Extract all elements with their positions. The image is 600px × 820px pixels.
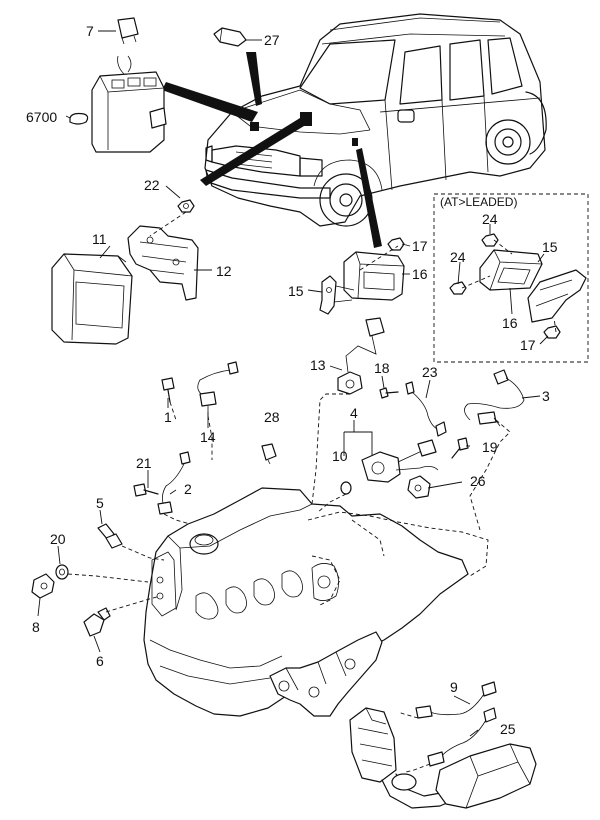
inset-part-nut-24 [449, 233, 499, 295]
callout-labels: 7 27 6700 22 11 12 17 16 15 24 24 15 16 … [26, 23, 558, 737]
part-washer-20 [55, 564, 69, 580]
callout-16: 16 [412, 266, 428, 282]
callout-17: 17 [412, 238, 428, 254]
callout-25: 25 [500, 721, 516, 737]
part-sensor-8 [31, 573, 55, 599]
exhaust-manifold [269, 631, 383, 717]
part-ecu-bracket [127, 225, 199, 301]
part-sensor-25 [427, 707, 497, 767]
part-bolt-21 [133, 483, 159, 497]
callout-7: 7 [86, 23, 94, 39]
pointer-arrow [200, 118, 304, 186]
callout-15: 15 [288, 283, 304, 299]
callout-18: 18 [374, 360, 390, 376]
pointer-arrow [162, 82, 258, 122]
inset-part-nut-17 [543, 325, 561, 339]
part-solenoid-13 [337, 317, 385, 395]
callout-11: 11 [92, 231, 107, 247]
part-sensor-5 [97, 523, 123, 549]
callout-24-left: 24 [450, 249, 466, 265]
part-tcm-bracket [319, 275, 355, 315]
part-sensor-6 [83, 607, 111, 637]
callout-23: 23 [422, 364, 438, 380]
callout-8: 8 [32, 619, 40, 635]
callout-6: 6 [96, 653, 104, 669]
callout-13: 13 [310, 357, 326, 373]
callout-20: 20 [50, 531, 66, 547]
part-bolt-19 [451, 437, 469, 459]
callout-15-inset: 15 [542, 239, 558, 255]
inset-title: (AT>LEADED) [440, 195, 517, 209]
inset-at-leaded: (AT>LEADED) [433, 193, 589, 363]
callout-16-inset: 16 [502, 315, 518, 331]
part-sensor-26 [407, 475, 431, 499]
callout-22: 22 [144, 177, 160, 193]
part-sensor-27 [213, 27, 247, 47]
install-lines [67, 393, 511, 773]
catalytic-converter-main [435, 743, 537, 809]
callout-3: 3 [542, 388, 550, 404]
catalytic-converter-pre [349, 707, 397, 783]
part-sensor-28 [261, 443, 277, 465]
inset-part-tcm [479, 249, 543, 291]
part-sensor-2 [157, 451, 191, 515]
callout-5: 5 [96, 495, 104, 511]
part-clip [69, 112, 89, 125]
callout-14: 14 [200, 429, 216, 445]
callout-2: 2 [184, 481, 192, 497]
callout-21: 21 [136, 455, 152, 471]
inset-part-bracket [527, 269, 587, 323]
vehicle-illustration [162, 13, 547, 248]
part-bolt-18 [379, 387, 399, 399]
part-sensor-3 [464, 369, 525, 427]
pointer-arrow [246, 52, 262, 106]
callout-9: 9 [450, 679, 458, 695]
pointer-arrow [356, 148, 382, 248]
part-relay [117, 17, 139, 45]
part-actuator-4 [361, 439, 439, 483]
part-ecu [51, 253, 133, 345]
part-sensor-9 [415, 681, 497, 719]
part-nut-17 [387, 237, 405, 251]
callout-27: 27 [264, 32, 280, 48]
callout-19: 19 [482, 439, 498, 455]
part-nut-22 [177, 199, 195, 213]
callout-24-top: 24 [482, 211, 498, 227]
callout-6700: 6700 [26, 109, 57, 125]
callout-28: 28 [264, 409, 280, 425]
leader-lines [37, 30, 549, 737]
callout-26: 26 [470, 473, 486, 489]
callout-17-inset: 17 [520, 337, 536, 353]
part-fuse-box [91, 55, 167, 153]
callout-12: 12 [216, 263, 232, 279]
callout-10: 10 [332, 448, 348, 464]
part-tcm [343, 251, 405, 301]
part-bolt-1 [161, 377, 175, 403]
part-gasket-10 [340, 481, 352, 495]
callout-4: 4 [350, 405, 358, 421]
part-sensor-23 [405, 381, 447, 437]
callout-1: 1 [164, 409, 172, 425]
engine-assembly [143, 399, 489, 717]
part-sensor-14 [197, 361, 239, 416]
